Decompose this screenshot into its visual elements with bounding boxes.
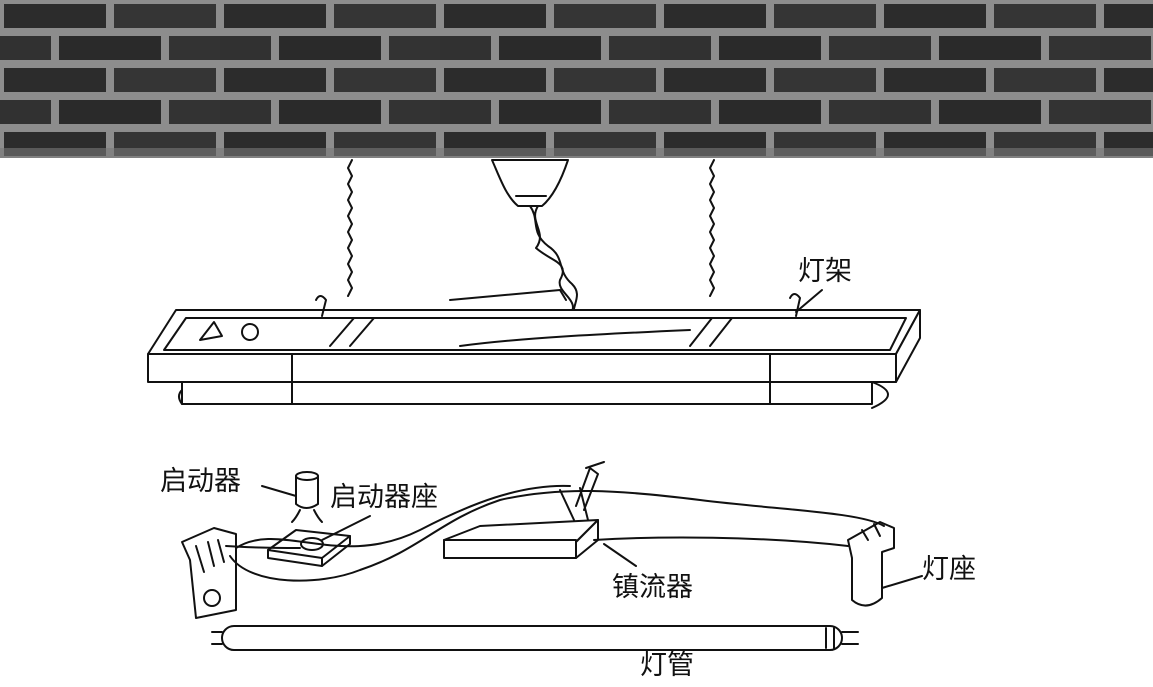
leader-lines (261, 289, 923, 589)
label-lamp-tube: 灯管 (640, 650, 694, 681)
fixture-frame (147, 289, 921, 409)
wiring (225, 484, 885, 582)
label-lamp-holder: 灯座 (922, 554, 976, 585)
lamp-holder-left (181, 527, 237, 619)
brick-ceiling (0, 0, 1153, 158)
ballast (443, 461, 605, 559)
lamp-holder-right (847, 521, 895, 607)
label-fixture: 灯架 (798, 256, 852, 287)
label-starter-socket: 启动器座 (330, 482, 438, 513)
starter (291, 471, 323, 523)
label-ballast: 镇流器 (612, 572, 693, 603)
label-starter: 启动器 (160, 466, 241, 497)
lamp-tube (211, 625, 859, 651)
hanging-chains (347, 159, 715, 297)
